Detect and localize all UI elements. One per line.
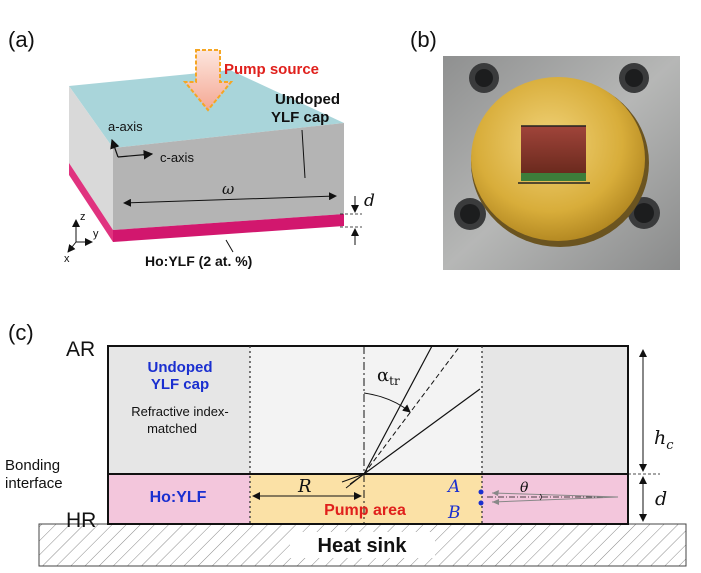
ho-ylf-label: Ho:YLF — [150, 489, 207, 506]
pump-arrow — [182, 49, 234, 112]
a-axis-arrow — [110, 138, 120, 158]
bonding-label-line1: Bonding — [5, 457, 60, 474]
r-label: R — [297, 476, 312, 497]
point-a-dot — [478, 489, 484, 495]
ray-stub-2 — [341, 473, 365, 483]
ray-1 — [363, 345, 433, 475]
crystal-doped-layer — [521, 173, 586, 181]
cap-title-line2: YLF cap — [151, 376, 209, 393]
heat-sink-label-bg — [290, 532, 435, 558]
panel-a: (a) Pump source Undoped YLF cap a-axis c… — [8, 27, 375, 269]
beam-lower-head — [492, 499, 499, 505]
panel-c-label: (c) — [8, 320, 34, 345]
ray-stub-3 — [345, 473, 365, 489]
crystal-sample — [521, 126, 586, 173]
ar-label: AR — [66, 338, 95, 361]
hr-label: HR — [66, 509, 96, 532]
omega-dimension-arrow — [123, 192, 337, 207]
heat-sink-label: Heat sink — [318, 535, 408, 557]
mount-hole-bl-inner — [460, 204, 480, 224]
beam-upper — [491, 492, 619, 498]
cap-label-line2: YLF cap — [271, 109, 329, 126]
panel-b: (b) — [410, 27, 680, 270]
omega-label: ω — [222, 180, 234, 198]
alpha-label: αtr — [377, 365, 400, 388]
panel-b-label: (b) — [410, 27, 437, 52]
pump-area-label: Pump area — [324, 502, 406, 519]
ray-2 — [363, 388, 481, 475]
doped-leader-line — [225, 239, 234, 253]
x-axis-arrow — [67, 241, 77, 253]
a-axis-label: a-axis — [108, 119, 143, 134]
d-label-c: d — [655, 488, 667, 510]
mount-hole-br-inner — [634, 203, 654, 223]
cap-title-line1: Undoped — [148, 359, 213, 376]
point-a-label: A — [446, 477, 460, 497]
point-b-dot — [478, 500, 484, 506]
point-b-label: B — [447, 503, 461, 523]
y-axis-label: y — [93, 228, 99, 240]
bonding-label-line2: interface — [5, 475, 63, 492]
crystal-outline — [107, 345, 629, 525]
cap-center-region — [250, 346, 482, 474]
ray-dashed — [363, 345, 461, 475]
c-axis-arrow — [117, 149, 154, 160]
doped-label: Ho:YLF (2 at. %) — [145, 253, 252, 269]
mount-hole-tr-inner — [625, 69, 643, 87]
refractive-line2: matched — [147, 421, 197, 436]
mount-hole-tl-inner — [475, 69, 493, 87]
doped-front-face — [113, 214, 344, 242]
pump-source-label: Pump source — [224, 61, 319, 78]
c-axis-label: c-axis — [160, 150, 194, 165]
theta-arc — [539, 493, 542, 501]
beam-lower — [491, 496, 619, 503]
x-axis-label: x — [64, 253, 70, 265]
panel-c: (c) Heat sink αtr R Pump area — [5, 320, 687, 567]
theta-label: θ — [520, 480, 529, 496]
refractive-line1: Refractive index- — [131, 404, 229, 419]
panel-a-label: (a) — [8, 27, 35, 52]
hc-label: hc — [654, 427, 674, 453]
z-axis-label: z — [80, 211, 86, 223]
cap-side-face — [69, 86, 113, 230]
alpha-arc — [363, 392, 411, 413]
doped-side-face — [69, 163, 113, 242]
cap-label-line1: Undoped — [275, 91, 340, 108]
beam-upper-head — [492, 490, 499, 496]
d-label-a: d — [364, 191, 375, 211]
cap-leader-line — [301, 129, 306, 179]
